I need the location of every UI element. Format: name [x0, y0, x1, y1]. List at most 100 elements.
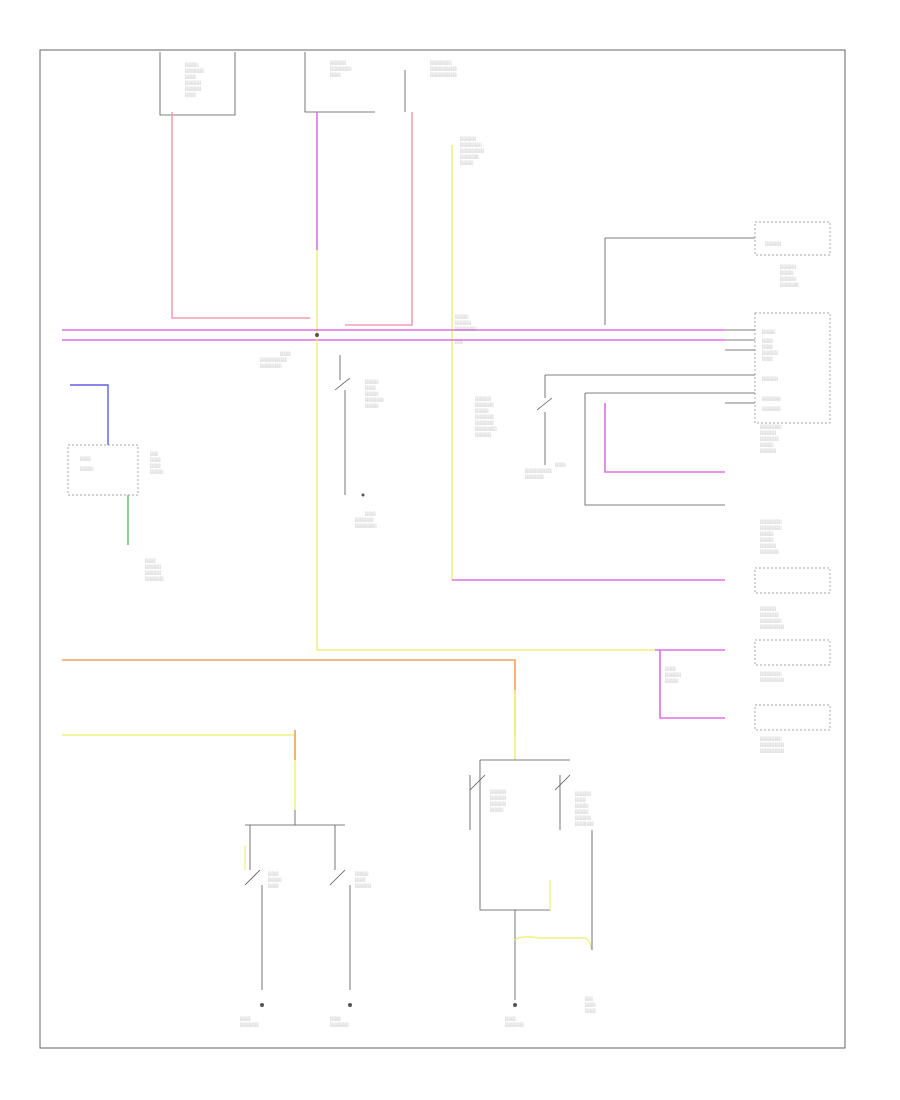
svg-text:░░░░░░: ░░░░░░ [490, 801, 506, 806]
svg-text:░░░░░░: ░░░░░░ [762, 350, 778, 355]
top-connector-1: ░░░░░░░░░░░░░░░░░░░░░░░░░░░░░░░░ [159, 52, 236, 116]
top-connector-2: ░░░░░░░░░░░░░░░░░░ [304, 52, 375, 113]
svg-text:░░░░░░░░: ░░░░░░░░ [760, 671, 782, 676]
svg-text:░░░░░░░: ░░░░░░░ [460, 154, 479, 159]
svg-text:░░░░░: ░░░░░ [80, 466, 94, 471]
yellow-wire-left [62, 734, 296, 810]
svg-text:░░░░: ░░░░ [585, 1008, 596, 1013]
svg-text:░░░░░░░: ░░░░░░░ [575, 821, 594, 826]
svg-text:░░░░░░: ░░░░░░ [765, 241, 781, 246]
svg-text:░░░░░░: ░░░░░░ [575, 815, 591, 820]
svg-text:░░░░: ░░░░ [240, 1016, 251, 1021]
svg-text:░░░░: ░░░░ [185, 74, 196, 79]
svg-text:░░░░░: ░░░░░ [185, 62, 199, 67]
svg-text:░░░░░: ░░░░░ [150, 469, 164, 474]
svg-text:░░░░░░: ░░░░░░ [762, 376, 778, 381]
svg-text:░░░: ░░░ [455, 339, 463, 344]
svg-text:░░░░░: ░░░░░ [268, 877, 282, 882]
svg-text:░░░░░░: ░░░░░░ [185, 86, 201, 91]
diagram-frame [39, 49, 846, 1049]
svg-text:░░░░░░░: ░░░░░░░ [762, 396, 781, 401]
svg-text:░░░░: ░░░░ [330, 1016, 341, 1021]
left-fuse-module: ░░░░░░░░░░░░░░░░░░░░░░░░░░░░░░░░░░░░░░░░… [67, 384, 164, 581]
svg-text:░░░░░░: ░░░░░░ [475, 396, 491, 401]
svg-text:░░░░░░░: ░░░░░░░ [780, 282, 799, 287]
svg-text:░░░░░░░░: ░░░░░░░░ [760, 525, 782, 530]
lower-right-switches: ░░░░░░░░░░░░░░░░░░░░░░░░░░░░░░░░░░░░░░░░… [469, 759, 596, 1027]
svg-text:░░░░░░░: ░░░░░░░ [760, 612, 779, 617]
svg-text:░░░░░: ░░░░░ [365, 391, 379, 396]
svg-text:░░░░░░: ░░░░░░ [780, 276, 796, 281]
svg-text:░░░░░░░: ░░░░░░░ [475, 414, 494, 419]
svg-text:░░░░░░: ░░░░░░ [455, 320, 471, 325]
svg-text:░░░░░░: ░░░░░░ [145, 564, 161, 569]
svg-text:░░░░░: ░░░░░ [760, 537, 774, 542]
switch-center-right: ░░░░░░░░░░░░░░░░░░░░░░░░░░░░░░░░░░░░░░░░… [475, 374, 725, 479]
svg-text:░░░░░: ░░░░░ [575, 803, 589, 808]
svg-text:░░░░░░░: ░░░░░░░ [525, 474, 544, 479]
svg-text:░░░░░░░░░░: ░░░░░░░░░░ [525, 468, 552, 473]
magenta-loop [604, 403, 725, 473]
svg-text:░░░░░░░░: ░░░░░░░░ [330, 66, 352, 71]
orange-wire [62, 659, 516, 735]
svg-text:░░░░: ░░░░ [145, 558, 156, 563]
svg-text:░░░░░: ░░░░░ [490, 807, 504, 812]
svg-text:░░░░░░░░: ░░░░░░░░ [760, 424, 782, 429]
svg-text:░░░░░░: ░░░░░░ [760, 606, 776, 611]
svg-text:░░░░░░: ░░░░░░ [145, 570, 161, 575]
module-box-a [754, 567, 831, 594]
svg-text:░░░░░░: ░░░░░░ [665, 672, 681, 677]
svg-text:░░░░░░░: ░░░░░░░ [762, 406, 781, 411]
svg-text:░░░░░░░: ░░░░░░░ [760, 549, 779, 554]
svg-text:░░░░░░░: ░░░░░░░ [760, 436, 779, 441]
svg-text:░░░░: ░░░░ [555, 462, 566, 467]
svg-text:░░░░░░: ░░░░░░ [760, 430, 776, 435]
svg-text:░░░░░░: ░░░░░░ [760, 543, 776, 548]
svg-text:░░░░░░: ░░░░░░ [575, 791, 591, 796]
yellow-main-vertical [316, 340, 655, 651]
svg-text:░░░░░░░: ░░░░░░░ [505, 1022, 524, 1027]
svg-text:░░░░░░░░░░: ░░░░░░░░░░ [430, 72, 457, 77]
svg-text:░░░░░░░░: ░░░░░░░░ [260, 363, 282, 368]
svg-text:░░░░: ░░░░ [365, 385, 376, 390]
svg-text:░░░░░░░: ░░░░░░░ [355, 517, 374, 522]
svg-text:░░░░░: ░░░░░ [762, 329, 776, 334]
svg-text:░░░░░░░░░: ░░░░░░░░░ [760, 742, 785, 747]
svg-text:░░░░░░: ░░░░░░ [460, 136, 476, 141]
svg-text:░░░░░: ░░░░░ [760, 531, 774, 536]
svg-text:░░░░░░░░░: ░░░░░░░░░ [460, 148, 485, 153]
svg-text:░░░░░░: ░░░░░░ [490, 795, 506, 800]
svg-text:░░░░░░░: ░░░░░░░ [240, 1022, 259, 1027]
svg-text:░░░░░░: ░░░░░░ [760, 448, 776, 453]
svg-text:░░░░░: ░░░░░ [575, 809, 589, 814]
svg-text:░░░░░: ░░░░░ [475, 408, 489, 413]
svg-text:░░░░░░░░░░: ░░░░░░░░░░ [430, 66, 457, 71]
module-box-c [754, 704, 831, 731]
svg-text:░░░░: ░░░░ [268, 883, 279, 888]
svg-text:░░░░░: ░░░░░ [760, 442, 774, 447]
svg-text:░░░░░░: ░░░░░░ [355, 883, 371, 888]
svg-text:░░░░░: ░░░░░ [365, 379, 379, 384]
svg-text:░░░░: ░░░░ [150, 457, 161, 462]
magenta-branch [655, 649, 725, 719]
svg-text:░░░░░░░: ░░░░░░░ [145, 576, 164, 581]
svg-text:░░░░░░: ░░░░░░ [330, 60, 346, 65]
svg-text:░░░░: ░░░░ [280, 351, 291, 356]
svg-text:░░░░░░░░: ░░░░░░░░ [760, 736, 782, 741]
module-dashed-top: ░░░░░░░░░░░░░░░░░░░░░░░░░░░░░░ [604, 221, 831, 325]
pink-wire-3 [345, 112, 413, 326]
svg-text:░░░░: ░░░░ [585, 1002, 596, 1007]
svg-text:░░░░: ░░░░ [268, 871, 279, 876]
svg-text:░░░░░: ░░░░░ [460, 160, 474, 165]
svg-text:░░░░: ░░░░ [150, 463, 161, 468]
svg-text:░░░░░░░░░: ░░░░░░░░░ [760, 624, 785, 629]
svg-text:░░░░░░░░: ░░░░░░░░ [430, 60, 452, 65]
svg-text:░░░░░░░░░: ░░░░░░░░░ [760, 748, 785, 753]
svg-text:░░░░░░░: ░░░░░░░ [365, 397, 384, 402]
switch-middle: ░░░░░░░░░░░░░░░░░░░░░░░░░░░░░░░░░░░░░░░░… [334, 355, 384, 528]
svg-text:░░░░: ░░░░ [575, 797, 586, 802]
svg-text:░░░░░░░░: ░░░░░░░░ [760, 519, 782, 524]
svg-text:░░░░░: ░░░░░ [355, 871, 369, 876]
svg-text:░░░░░░: ░░░░░░ [185, 80, 201, 85]
